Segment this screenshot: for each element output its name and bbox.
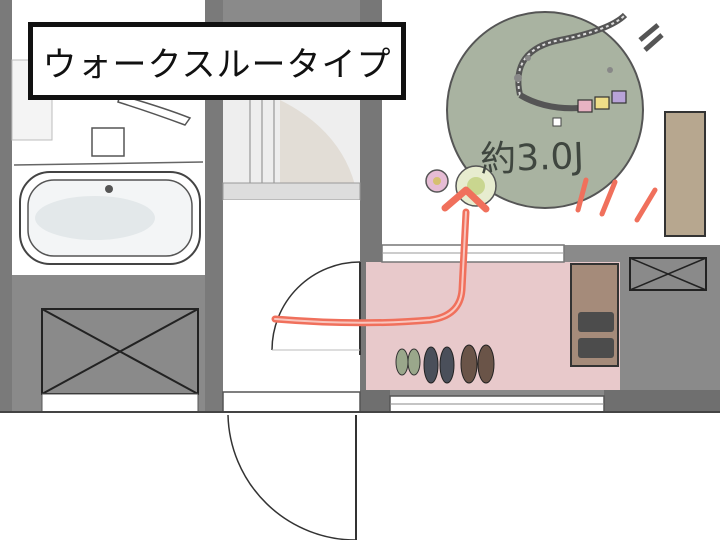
shoe-cabinet-icon	[570, 263, 619, 367]
shelf-unit	[664, 111, 706, 237]
room-size-label: 約3.0J	[479, 136, 585, 181]
bathroom-drain	[91, 127, 125, 157]
round-rug	[446, 11, 644, 209]
title-box: ウォークスルータイプ	[28, 22, 406, 100]
bathroom-towel	[117, 94, 192, 126]
corridor-floor	[223, 200, 360, 412]
bathtub-icon	[19, 171, 201, 265]
ball-icon	[425, 165, 497, 207]
toy-train-icon	[514, 12, 664, 127]
mid-wall	[205, 0, 223, 412]
motion-lines	[575, 177, 658, 223]
shoes-icon	[395, 344, 495, 384]
walk-path-arrow	[271, 186, 490, 327]
door-swing-icon	[227, 261, 361, 540]
storage-box-right-icon	[629, 257, 707, 291]
page-title: ウォークスルータイプ	[42, 44, 392, 85]
storage-box-icon	[41, 308, 199, 395]
left-wall	[0, 0, 12, 412]
